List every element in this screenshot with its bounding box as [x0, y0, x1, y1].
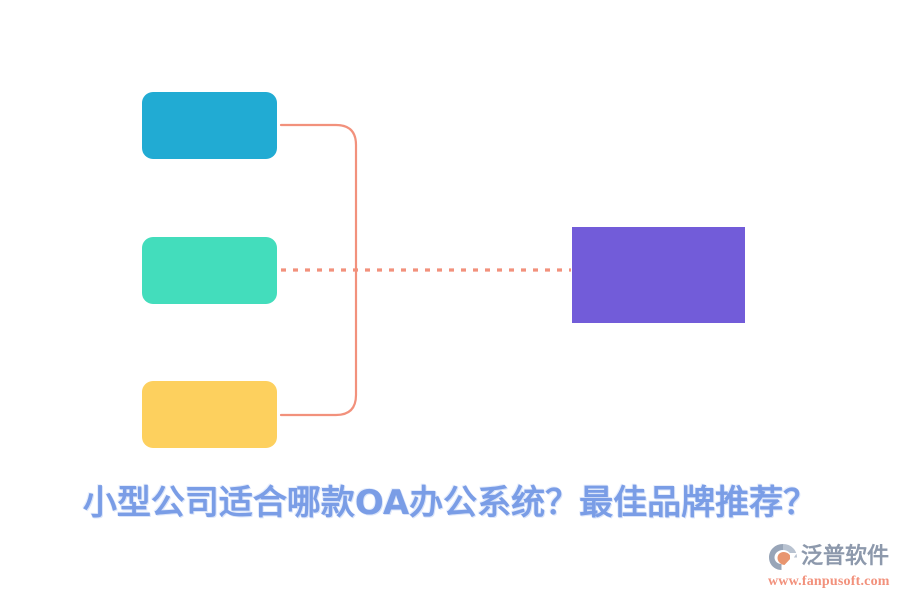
- page-title: 小型公司适合哪款OA办公系统？最佳品牌推荐？: [82, 483, 818, 523]
- brand-logo[interactable]: 泛普软件 www.fanpusoft.com: [768, 542, 896, 592]
- connector-blue-to-trunk: [279, 123, 358, 272]
- logo-website-url: www.fanpusoft.com: [768, 574, 890, 589]
- node-green[interactable]: [142, 237, 277, 304]
- node-purple[interactable]: [572, 227, 745, 323]
- fanpu-logo-icon: [769, 544, 797, 570]
- logo-row: 泛普软件: [768, 542, 896, 572]
- node-blue[interactable]: [142, 92, 277, 159]
- connector-yellow-to-trunk: [279, 270, 358, 417]
- logo-brand-name: 泛普软件: [801, 544, 890, 569]
- node-yellow[interactable]: [142, 381, 277, 448]
